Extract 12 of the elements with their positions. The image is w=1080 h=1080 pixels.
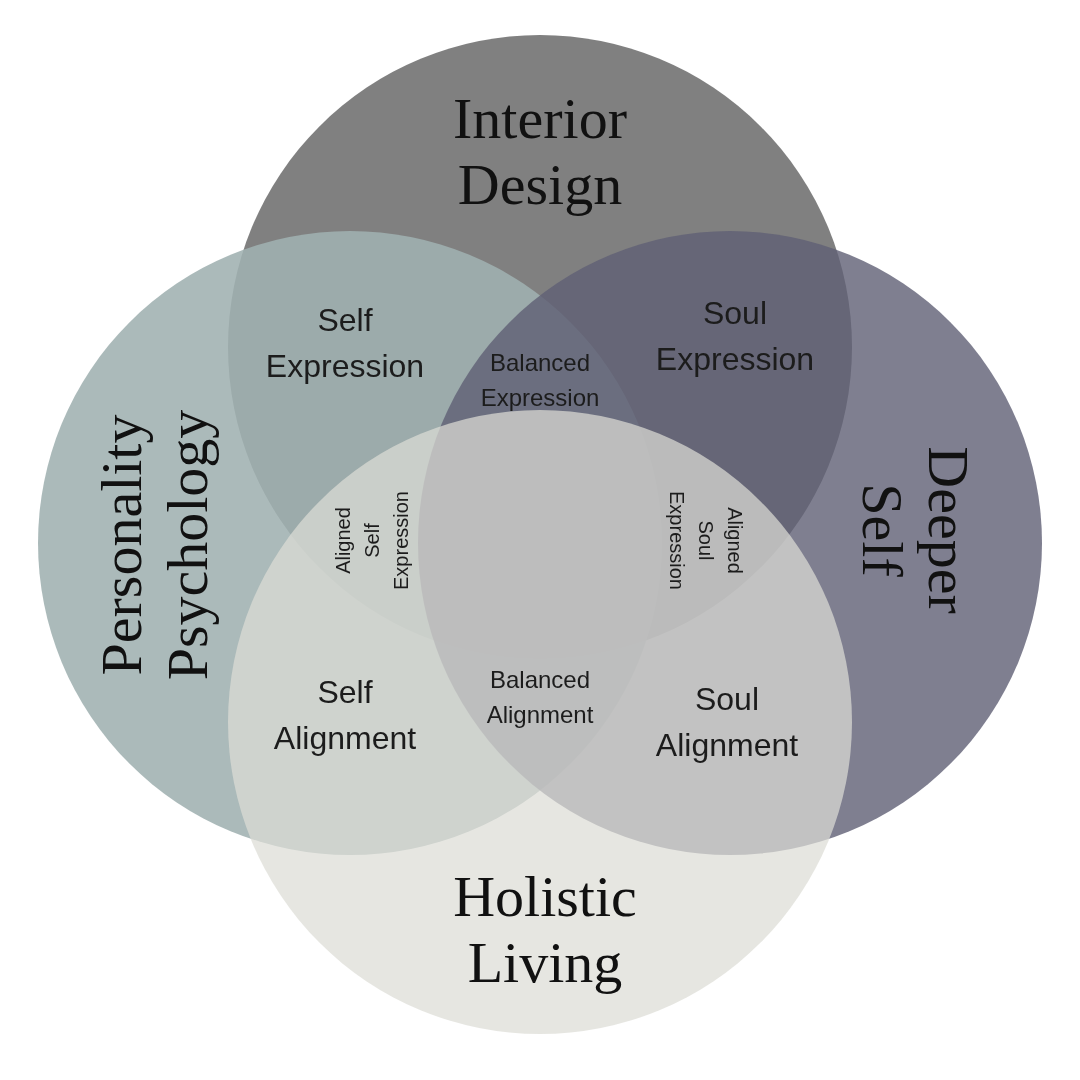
region-label: Balanced Alignment	[485, 665, 595, 730]
region-label: Balanced Expression	[479, 348, 601, 413]
region-label: Soul Expression	[654, 294, 816, 379]
region-label: Self Expression	[264, 301, 426, 386]
region-label: Aligned Soul Expression	[664, 490, 747, 590]
circle-title: Personality Psychology	[89, 408, 221, 683]
circle-title: Holistic Living	[452, 864, 638, 996]
circle-title: Interior Design	[452, 86, 628, 218]
region-label: Soul Alignment	[654, 680, 800, 765]
circle-title: Deeper Self	[849, 445, 981, 616]
region-label: Aligned Self Expression	[330, 490, 413, 590]
region-label: Self Alignment	[272, 673, 418, 758]
